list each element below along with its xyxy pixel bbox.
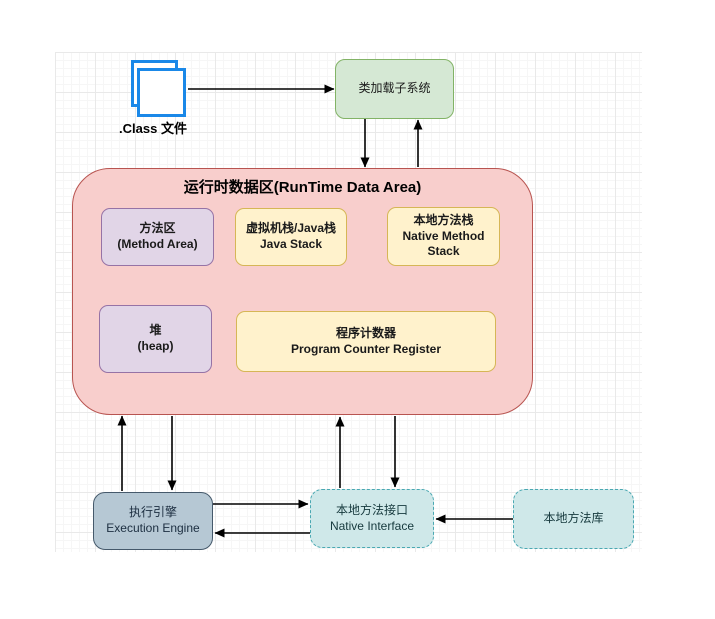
runtime-data-area-title: 运行时数据区(RunTime Data Area) bbox=[183, 179, 422, 196]
native-method-stack-label-zh: 本地方法栈 bbox=[413, 213, 474, 228]
execution-engine-label-en: Execution Engine bbox=[106, 521, 200, 535]
native-interface-label-zh: 本地方法接口 bbox=[335, 502, 408, 517]
native-interface-label-en: Native Interface bbox=[329, 518, 415, 533]
class-file-label: .Class 文件 bbox=[119, 121, 187, 136]
node-execution-engine: 执行引擎 Execution Engine bbox=[93, 492, 213, 550]
node-native-interface: 本地方法接口 Native Interface bbox=[310, 489, 434, 548]
pc-register-label-en: Program Counter Register bbox=[290, 341, 442, 356]
java-stack-label-zh: 虚拟机栈/Java栈 bbox=[245, 221, 337, 236]
method-area-label-en: (Method Area) bbox=[117, 237, 198, 251]
node-heap: 堆 (heap) bbox=[99, 305, 212, 373]
node-native-method-stack: 本地方法栈 Native Method Stack bbox=[387, 207, 500, 266]
pc-register-label-zh: 程序计数器 bbox=[335, 325, 396, 340]
native-method-stack-label-en: Native Method Stack bbox=[402, 228, 485, 259]
node-program-counter-register: 程序计数器 Program Counter Register bbox=[236, 311, 496, 372]
node-native-library: 本地方法库 bbox=[513, 489, 634, 549]
node-runtime-data-area: 运行时数据区(RunTime Data Area) 方法区 (Method Ar… bbox=[72, 168, 533, 415]
node-java-stack: 虚拟机栈/Java栈 Java Stack bbox=[235, 208, 347, 266]
class-file-icon-front-sheet bbox=[137, 68, 186, 117]
native-library-label: 本地方法库 bbox=[543, 511, 604, 526]
execution-engine-label-zh: 执行引擎 bbox=[128, 505, 177, 520]
class-loader-label: 类加载子系统 bbox=[358, 81, 431, 96]
java-stack-label-en: Java Stack bbox=[259, 237, 323, 251]
node-class-loader-subsystem: 类加载子系统 bbox=[335, 59, 454, 119]
node-method-area: 方法区 (Method Area) bbox=[101, 208, 214, 266]
heap-label-en: (heap) bbox=[137, 339, 174, 353]
method-area-label-zh: 方法区 bbox=[139, 221, 176, 236]
heap-label-zh: 堆 bbox=[149, 323, 162, 338]
